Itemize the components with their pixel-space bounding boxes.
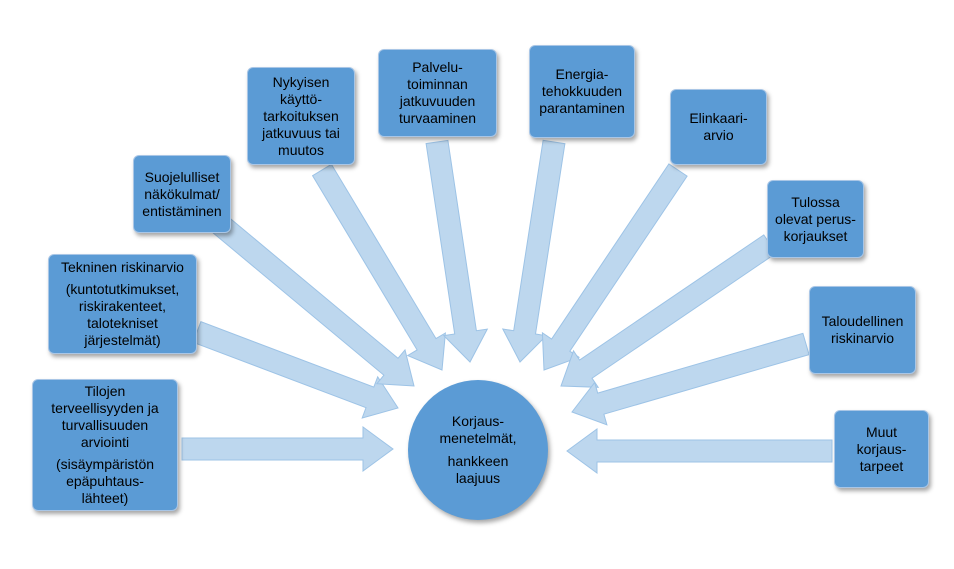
box-line: Tulossa	[791, 193, 840, 210]
center-line: menetelmät,	[439, 430, 517, 446]
arrow-energia	[501, 139, 566, 363]
box-taloudellinen-riskinarvio: Taloudellinen riskinarvio	[809, 286, 916, 374]
box-line: terveellisyyden ja	[51, 400, 159, 416]
box-line: Nykyisen	[272, 73, 330, 90]
box-line: turvaaminen	[398, 110, 477, 126]
arrow-muut	[566, 428, 833, 474]
box-line: Elinkaari-	[689, 110, 748, 126]
arrow-palvelu	[425, 139, 489, 363]
arrow-tilojen	[181, 426, 394, 472]
arrow-nykyisen	[311, 163, 446, 371]
box-line: talotekniset	[87, 315, 158, 331]
center-line: Korjaus-	[451, 413, 505, 429]
box-line: tarkoituksen	[263, 107, 339, 124]
arrow-elinkaari	[541, 163, 688, 371]
box-tekninen-riskinarvio: Tekninen riskinarvio (kuntotutkimukset, …	[48, 254, 197, 354]
box-line: Tekninen riskinarvio	[61, 259, 184, 275]
box-line: näkökulmat/	[144, 185, 220, 202]
box-muut-korjaustarpeet: Muut korjaus- tarpeet	[834, 410, 929, 488]
box-line: (kuntotutkimukset,	[65, 281, 180, 297]
center-line: laajuus	[455, 470, 501, 486]
box-elinkaariarvio: Elinkaari- arvio	[670, 89, 767, 165]
center-line: hankkeen	[447, 453, 509, 469]
box-line: järjestelmät)	[84, 332, 161, 348]
box-palvelutoiminta: Palvelu- toiminnan jatkuvuuden turvaamin…	[378, 49, 497, 137]
box-nykyisen-kayttotarkoitus: Nykyisen käyttö- tarkoituksen jatkuvuus …	[247, 67, 355, 165]
box-line: epäpuhtaus-	[66, 473, 144, 489]
box-line: riskirakenteet,	[78, 298, 167, 314]
box-line: Muut	[865, 423, 898, 440]
box-line: jatkuvuuden	[399, 93, 476, 109]
box-line: Suojelulliset	[144, 168, 220, 185]
box-line: Tilojen	[84, 383, 126, 399]
box-line: olevat perus-	[775, 210, 856, 227]
arrow-tulossa	[560, 234, 777, 388]
box-line: Taloudellinen	[821, 313, 904, 329]
box-line: (sisäympäristön	[55, 456, 155, 472]
box-line: riskinarvio	[830, 330, 894, 346]
box-line: tehokkuuden	[541, 83, 623, 99]
arrow-suojelulliset	[208, 211, 415, 387]
center-circle-korjausmenetelmat: Korjaus- menetelmät, hankkeen laajuus	[408, 380, 548, 520]
box-line: tarpeet	[859, 457, 904, 474]
box-line: korjaus-	[856, 440, 907, 457]
box-energiatehokkuus: Energia- tehokkuuden parantaminen	[529, 45, 635, 138]
box-tilojen-terveellisyys: Tilojen terveellisyyden ja turvallisuude…	[32, 379, 178, 511]
box-line: jatkuvuus tai	[262, 124, 340, 141]
box-line: muutos	[278, 141, 324, 158]
box-line: Palvelu-	[412, 59, 463, 75]
arrow-taloudellinen	[571, 332, 810, 426]
box-line: korjaukset	[783, 227, 848, 244]
arrow-tekninen	[192, 321, 399, 419]
box-line: turvallisuuden	[61, 417, 149, 433]
box-tulossa-peruskorjaukset: Tulossa olevat perus- korjaukset	[767, 180, 864, 258]
box-line: arviointi	[80, 434, 130, 450]
box-line: entistäminen	[142, 202, 222, 219]
box-suojelulliset: Suojelulliset näkökulmat/ entistäminen	[133, 155, 231, 233]
box-line: arvio	[703, 127, 734, 143]
box-line: lähteet)	[81, 490, 129, 506]
box-line: Energia-	[555, 66, 609, 82]
box-line: parantaminen	[539, 100, 625, 116]
box-line: käyttö-	[279, 90, 322, 107]
box-line: toiminnan	[407, 76, 468, 92]
